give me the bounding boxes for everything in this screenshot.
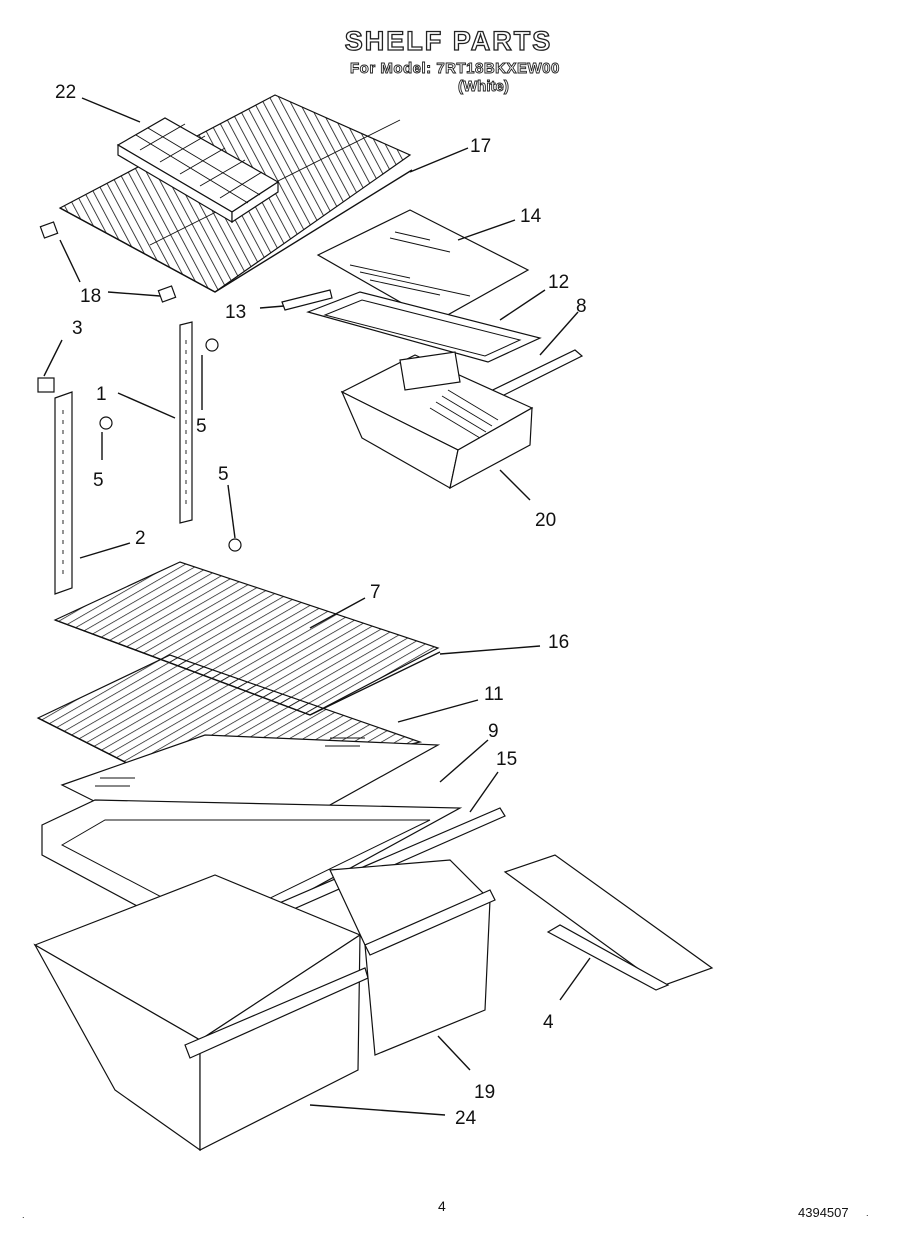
callout-12: 12 — [548, 272, 569, 293]
callout-labels: 22 17 14 12 8 13 18 3 1 5 5 5 2 20 7 16 … — [55, 82, 587, 1129]
mounting-screws — [99, 338, 242, 552]
callout-4: 4 — [543, 1012, 554, 1033]
corner-mark-left: . — [22, 1210, 25, 1220]
callout-22: 22 — [55, 82, 76, 103]
callout-7: 7 — [370, 582, 381, 603]
crisper-glass-cover — [316, 209, 530, 323]
shelf-support-pins — [39, 221, 177, 303]
callout-5a: 5 — [196, 416, 207, 437]
callout-19: 19 — [474, 1082, 495, 1103]
crisper-pan-small — [329, 859, 496, 1056]
crisper-drawer — [340, 351, 534, 490]
callout-17: 17 — [470, 136, 491, 157]
color-variant: (White) — [458, 78, 510, 96]
crisper-cover-frame — [281, 289, 542, 363]
rail-end-cap — [37, 377, 55, 393]
model-number: For Model: 7RT18BKXEW00 — [350, 60, 560, 78]
shelf-ladder-left — [54, 391, 73, 595]
callout-18: 18 — [80, 286, 101, 307]
leader-lines — [43, 97, 591, 1116]
drawer-slide-rail — [503, 854, 714, 991]
callout-15: 15 — [496, 749, 517, 770]
corner-mark-right: . — [866, 1208, 869, 1218]
diagram-title: SHELF PARTS — [344, 25, 553, 56]
callout-14: 14 — [520, 206, 542, 227]
callout-24: 24 — [455, 1108, 477, 1129]
crisper-pan-large — [33, 874, 369, 1152]
callout-13: 13 — [225, 302, 246, 323]
page-number: 4 — [438, 1198, 446, 1214]
document-number: 4394507 — [798, 1205, 849, 1220]
callout-5b: 5 — [93, 470, 104, 491]
callout-16: 16 — [548, 632, 569, 653]
callout-3: 3 — [72, 318, 83, 339]
callout-9: 9 — [488, 721, 499, 742]
callout-5c: 5 — [218, 464, 229, 485]
callout-8: 8 — [576, 296, 587, 317]
callout-11: 11 — [484, 684, 504, 705]
callout-1: 1 — [96, 384, 107, 405]
callout-20: 20 — [535, 510, 556, 531]
ice-cube-tray — [116, 117, 280, 224]
shelf-ladder-right — [179, 321, 193, 524]
callout-2: 2 — [135, 528, 146, 549]
